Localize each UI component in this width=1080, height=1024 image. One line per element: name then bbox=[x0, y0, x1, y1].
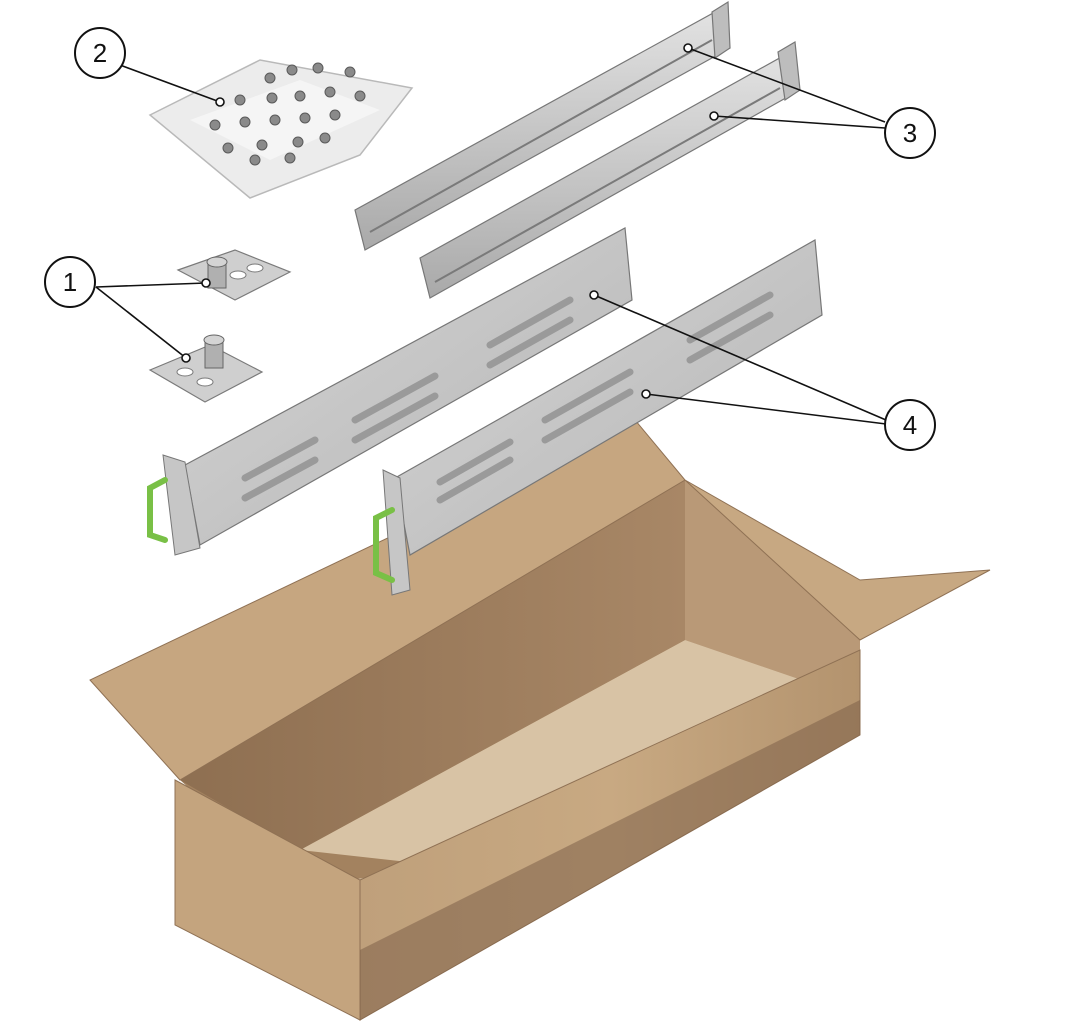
handle-left-plate bbox=[162, 454, 201, 556]
anchor-plate-bottom bbox=[148, 334, 264, 403]
leader-1a bbox=[95, 282, 207, 288]
leader-3a bbox=[687, 47, 886, 123]
callout-3-label: 3 bbox=[903, 118, 917, 148]
cardboard-box bbox=[89, 419, 991, 1021]
leader-4b bbox=[645, 393, 887, 425]
callout-1-label: 1 bbox=[63, 267, 77, 297]
box-side-shadow bbox=[360, 700, 860, 1020]
callout-4: 4 bbox=[884, 399, 936, 451]
handle-left-icon bbox=[147, 477, 168, 543]
callout-3: 3 bbox=[884, 107, 936, 159]
leader-2 bbox=[119, 64, 221, 103]
callout-1: 1 bbox=[44, 256, 96, 308]
mounting-brackets bbox=[147, 227, 823, 596]
screw-icons bbox=[209, 62, 366, 166]
screw-bag bbox=[148, 59, 414, 199]
leader-lines bbox=[95, 43, 887, 425]
handle-right-plate bbox=[382, 469, 411, 596]
mounting-bracket-left bbox=[147, 227, 633, 556]
handle-right-icon bbox=[373, 507, 395, 583]
leader-1b bbox=[95, 286, 187, 359]
leader-3b bbox=[713, 115, 886, 129]
slide-rail-upper bbox=[354, 0, 731, 251]
anchor-plate-top bbox=[176, 249, 292, 301]
box-inner-left-wall bbox=[180, 480, 685, 850]
anchor-plates bbox=[148, 249, 292, 403]
slide-rail-lower bbox=[419, 41, 801, 299]
mounting-bracket-right bbox=[373, 239, 823, 596]
box-right-flap bbox=[684, 479, 991, 641]
slide-rails bbox=[354, 0, 801, 299]
leader-4a bbox=[593, 294, 887, 421]
bag-shine bbox=[190, 80, 380, 160]
box-inner-floor bbox=[300, 640, 860, 870]
callout-2: 2 bbox=[74, 27, 126, 79]
box-inner-right-wall bbox=[685, 480, 860, 700]
callout-2-label: 2 bbox=[93, 38, 107, 68]
callout-4-label: 4 bbox=[903, 410, 917, 440]
